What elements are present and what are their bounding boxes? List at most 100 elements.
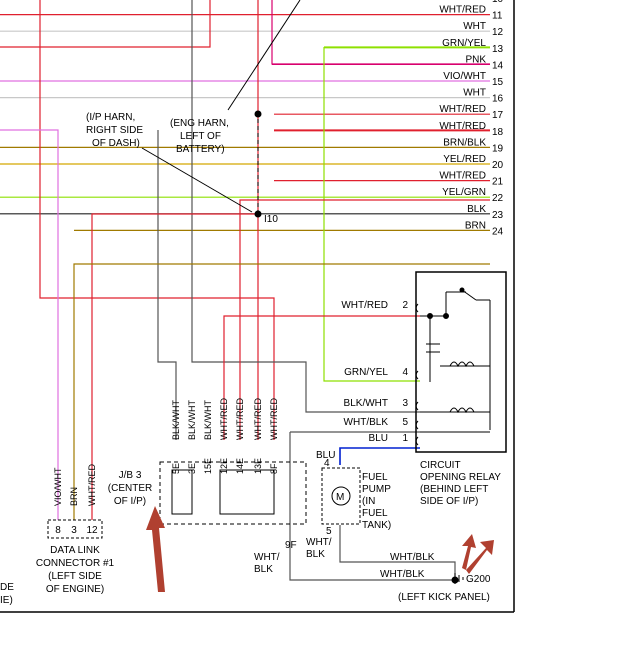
svg-text:(BEHIND LEFT: (BEHIND LEFT [420,484,488,495]
svg-text:WHT/: WHT/ [254,552,280,563]
svg-text:TANK): TANK) [362,520,391,531]
drop-blue-1 [339,447,420,465]
circuit-opening-relay [415,271,507,453]
drop-red-1 [39,0,275,440]
vertical-drops [0,0,490,581]
jb3-wire-12E-label: WHT/RED [219,398,229,440]
wire-11-label: WHT/RED [439,5,486,16]
wire-17-number: 17 [492,110,504,121]
drop-gray-5 [339,525,456,580]
wire-20-label: YEL/RED [443,154,486,165]
jb3-wire-3E-label: BLK/WHT [187,399,197,440]
dlc-title: DATA LINK [50,545,100,556]
wire-bundle: WHT/RED10WHT/RED11WHT12GRN/YEL13PNK14VIO… [0,0,504,237]
relay-note-3: SIDE OF I/P) [420,496,478,507]
eng-harn-splice [254,110,262,118]
wire-20-number: 20 [492,160,504,171]
dlc-pin-12-number: 12 [86,525,98,536]
svg-text:CONNECTOR #1: CONNECTOR #1 [36,558,115,569]
wire-10-number: 10 [492,0,504,5]
eng-harn-leader [227,0,301,111]
wire-23-label: BLK [467,204,486,215]
svg-text:9F: 9F [285,540,297,551]
jb3-wire-5E-label: BLK/WHT [171,399,181,440]
jb3-wire-15E-label: BLK/WHT [203,399,213,440]
ground-wire-label-1: WHT/BLK [390,552,435,563]
eng-harn-note-1: (ENG HARN, [170,118,229,129]
svg-text:OF I/P): OF I/P) [114,496,146,507]
dlc-box [47,519,103,539]
eng-harn-note-2: LEFT OF [180,131,221,142]
svg-text:IE): IE) [0,595,13,606]
svg-text:M: M [336,492,344,503]
fuel-pump-note-3: FUEL [362,508,388,519]
wire-13-number: 13 [492,44,504,55]
jb3-title: J/B 3 [119,470,142,481]
svg-text:FUEL: FUEL [362,472,388,483]
wire-14-label: PNK [465,54,486,65]
wire-19-label: BRN/BLK [443,137,486,148]
dlc-pin-8-label: VIO/WHT [53,467,63,506]
dlc-note-3: OF ENGINE) [46,584,104,595]
wire-17-label: WHT/RED [439,104,486,115]
jb3-box [159,461,307,525]
relay-pin-3-label: BLK/WHT [344,398,388,409]
wire-18-number: 18 [492,127,504,138]
drop-red-5 [223,315,420,440]
svg-text:DE: DE [0,582,14,593]
wire-23-number: 23 [492,210,504,221]
svg-text:PUMP: PUMP [362,484,391,495]
wire-16-label: WHT [463,88,486,99]
svg-text:LEFT OF: LEFT OF [180,131,221,142]
jb3-terminal-13E: 13E [253,458,263,474]
jb3-note-1: (CENTER [108,483,152,494]
i10-label: I10 [264,214,278,225]
svg-text:OF DASH): OF DASH) [92,138,140,149]
relay-pin-4-number: 4 [402,367,408,378]
relay-pin-5-label: WHT/BLK [344,417,389,428]
wire-21-label: WHT/RED [439,171,486,182]
svg-text:G200: G200 [466,574,491,585]
junction-block-3 [159,461,307,525]
pump-bottom-pin: 5 [326,526,332,537]
text-labels: (I/P HARN, RIGHT SIDE OF DASH) (ENG HARN… [0,112,501,606]
svg-text:(LEFT KICK PANEL): (LEFT KICK PANEL) [398,592,490,603]
wire-22-label: YEL/GRN [442,187,486,198]
dlc-pin-3-label: BRN [69,487,79,506]
annotation-arrows [146,506,494,592]
relay-pin-5-number: 5 [402,417,408,428]
g200-arrow-icon-2 [462,534,476,570]
dlc-note-2: (LEFT SIDE [48,571,102,582]
fuel-pump-note-2: (IN [362,496,375,507]
relay-title: CIRCUIT [420,460,461,471]
cut-left-1: DE [0,582,14,593]
svg-text:RIGHT SIDE: RIGHT SIDE [86,125,143,136]
fuel-pump [321,467,361,525]
svg-text:BATTERY): BATTERY) [176,144,225,155]
drop-gray-1 [157,130,177,440]
drop-brown-1 [73,263,490,520]
relay-pin-3-terminal-icon [415,401,419,411]
wire-12-label: WHT [463,21,486,32]
ip-harn-note-3: OF DASH) [92,138,140,149]
svg-text:FUEL: FUEL [362,508,388,519]
ip-harn-splice [254,210,262,218]
cut-left-2: IE) [0,595,13,606]
dlc-note-1: CONNECTOR #1 [36,558,115,569]
jb3-wires: BLK/WHT5EBLK/WHT3EBLK/WHT15EWHT/RED12EWH… [171,398,279,474]
pump-top-pin: 4 [324,458,330,469]
relay-internals [420,287,491,433]
svg-text:I10: I10 [264,214,278,225]
jb3-terminal-3E: 3E [187,463,197,474]
drop-gray-2 [191,0,420,413]
drop-red-7 [91,213,258,520]
wire-21-number: 21 [492,177,504,188]
dlc-pin-12-label: WHT/RED [87,464,97,506]
drop-gray-4 [289,432,455,581]
relay-note-2: (BEHIND LEFT [420,484,488,495]
ground-icon [451,573,464,584]
svg-text:DATA LINK: DATA LINK [50,545,100,556]
relay-pin-2-label: WHT/RED [341,300,388,311]
